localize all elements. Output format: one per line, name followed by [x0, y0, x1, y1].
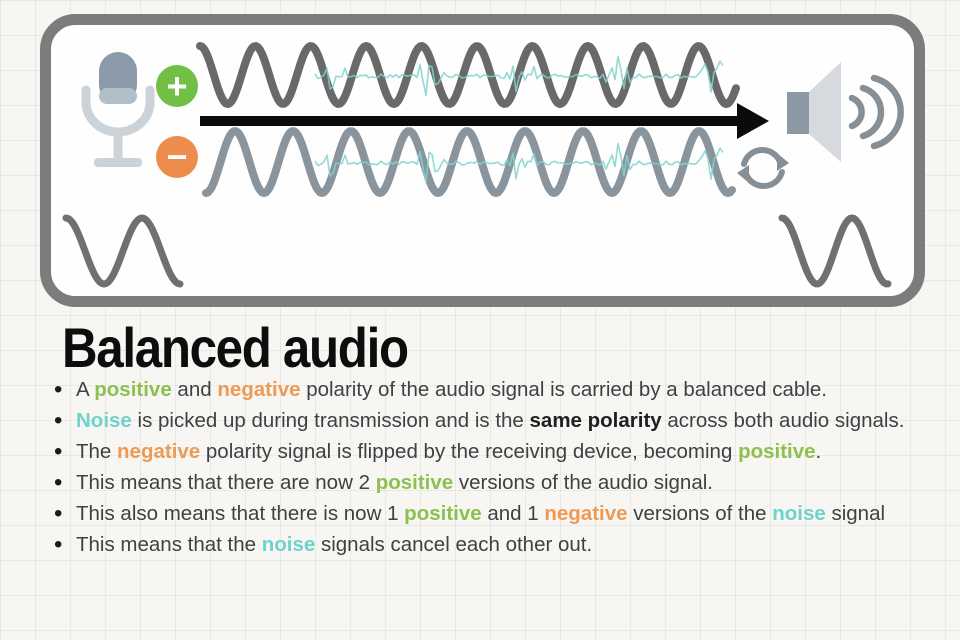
list-item: This means that the noise signals cancel… [52, 529, 932, 560]
output-signal-wave [778, 214, 892, 288]
positive-polarity-badge: + [156, 65, 198, 107]
text-segment: and [171, 378, 218, 401]
text-segment: signal [825, 502, 886, 525]
text-segment: . [815, 440, 822, 463]
microphone-icon [81, 52, 155, 167]
text-segment: versions of the audio signal. [453, 471, 713, 494]
input-signal-wave [62, 214, 184, 288]
text-segment: polarity of the audio signal is carried … [300, 378, 827, 401]
term-negative: negative [117, 440, 201, 463]
term-negative: negative [217, 378, 301, 401]
noise-wave-bottom [314, 142, 724, 183]
text-segment: signals cancel each other out. [315, 533, 593, 556]
bullet-list: A positive and negative polarity of the … [52, 374, 932, 560]
list-item: This also means that there is now 1 posi… [52, 498, 932, 529]
term-negative: negative [544, 502, 628, 525]
balanced-audio-diagram: + − [40, 14, 925, 307]
list-item: This means that there are now 2 positive… [52, 467, 932, 498]
negative-polarity-badge: − [156, 136, 198, 178]
list-item: The negative polarity signal is flipped … [52, 436, 932, 467]
polarity-flip-icon [737, 147, 789, 189]
text-segment: across both audio signals. [661, 409, 905, 432]
list-item: Noise is picked up during transmission a… [52, 405, 932, 436]
text-segment: This also means that there is now 1 [76, 502, 405, 525]
term-positive: positive [738, 440, 816, 463]
term-positive: positive [375, 471, 454, 494]
text-segment: versions of the [627, 502, 773, 525]
negative-signal-wave [202, 127, 736, 197]
positive-signal-wave [196, 42, 740, 108]
page-title: Balanced audio [62, 316, 409, 379]
text-segment: This means that there are now 2 [76, 471, 376, 494]
term-noise: noise [261, 533, 316, 556]
term-noise: noise [772, 502, 826, 525]
noise-wave-top [314, 55, 724, 96]
text-segment: This means that the [76, 533, 262, 556]
speaker-icon [787, 62, 904, 162]
text-segment: and 1 [481, 502, 545, 525]
term-positive: positive [94, 378, 172, 401]
term-noise: Noise [76, 409, 132, 432]
text-segment: A [76, 378, 95, 401]
term-bold: same polarity [529, 409, 662, 432]
text-segment: The [76, 440, 118, 463]
term-positive: positive [404, 502, 482, 525]
text-segment: is picked up during transmission and is … [131, 409, 530, 432]
plus-icon: + [166, 66, 187, 107]
list-item: A positive and negative polarity of the … [52, 374, 932, 405]
transmission-arrow [200, 103, 769, 139]
minus-icon: − [166, 136, 187, 177]
text-segment: polarity signal is flipped by the receiv… [200, 440, 739, 463]
